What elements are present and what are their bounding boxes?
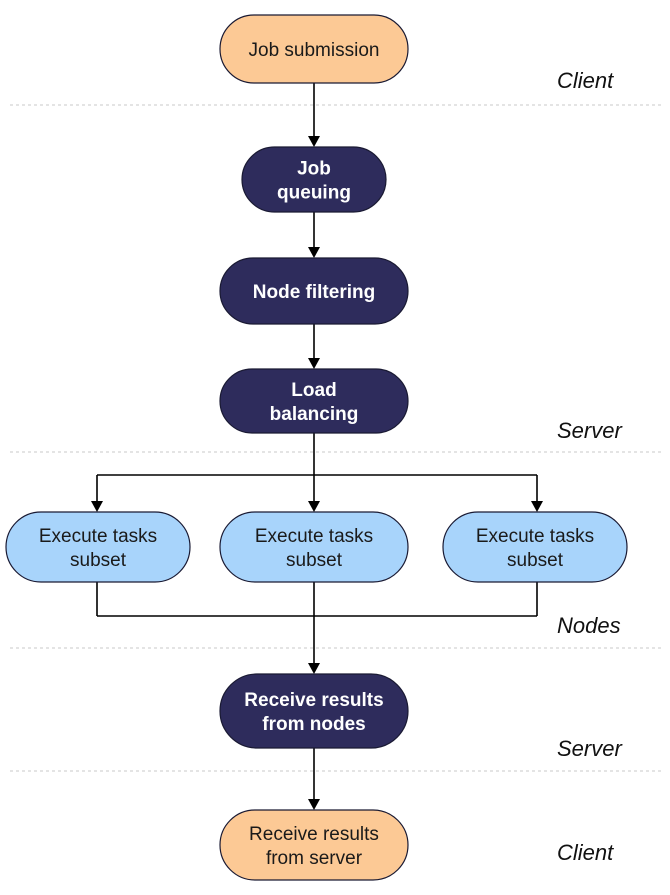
step-execute-tasks-3: Execute tasks subset xyxy=(442,511,628,583)
step-label-execute-tasks-3-line-2: subset xyxy=(507,550,564,571)
step-load-balancing: Load balancing xyxy=(219,368,409,434)
zone-label-server-mid: Server xyxy=(557,418,623,443)
arrowhead-execute-2 xyxy=(308,501,320,512)
step-receive-results-nodes: Receive results from nodes xyxy=(219,673,409,749)
step-node-filtering: Node filtering xyxy=(219,257,409,325)
step-label-load-balancing-line-1: Load xyxy=(291,380,336,401)
step-box-execute-tasks-2 xyxy=(219,511,409,583)
step-box-job-submission xyxy=(219,14,409,84)
arrowhead-receive-nodes xyxy=(308,663,320,674)
step-label-execute-tasks-1-line-1: Execute tasks xyxy=(39,526,157,547)
step-label-job-queuing-line-1: Job xyxy=(297,159,331,180)
step-label-receive-results-nodes-line-1: Receive results xyxy=(244,690,383,711)
step-label-execute-tasks-2-line-2: subset xyxy=(286,550,343,571)
step-label-job-submission-line-1: Job submission xyxy=(249,40,380,61)
step-box-load-balancing xyxy=(219,368,409,434)
arrowhead-queuing xyxy=(308,136,320,147)
step-box-receive-results-server xyxy=(219,809,409,881)
arrowhead-execute-1 xyxy=(91,501,103,512)
step-job-submission: Job submission xyxy=(219,14,409,84)
step-label-load-balancing-line-2: balancing xyxy=(270,404,359,425)
zone-label-server-bottom: Server xyxy=(557,736,623,761)
step-label-receive-results-server-line-1: Receive results xyxy=(249,824,379,845)
zone-label-client-top: Client xyxy=(557,68,614,93)
step-box-job-queuing xyxy=(241,146,387,213)
zone-label-nodes: Nodes xyxy=(557,613,621,638)
connectors xyxy=(91,83,543,810)
step-label-receive-results-nodes-line-2: from nodes xyxy=(262,714,365,735)
arrowhead-filtering xyxy=(308,247,320,258)
step-box-receive-results-nodes xyxy=(219,673,409,749)
step-job-queuing: Job queuing xyxy=(241,146,387,213)
step-label-execute-tasks-3-line-1: Execute tasks xyxy=(476,526,594,547)
arrowhead-execute-3 xyxy=(531,501,543,512)
arrowhead-receive-server xyxy=(308,799,320,810)
step-box-node-filtering xyxy=(219,257,409,325)
step-execute-tasks-2: Execute tasks subset xyxy=(219,511,409,583)
step-box-execute-tasks-1 xyxy=(5,511,191,583)
step-label-execute-tasks-2-line-1: Execute tasks xyxy=(255,526,373,547)
step-receive-results-server: Receive results from server xyxy=(219,809,409,881)
step-box-execute-tasks-3 xyxy=(442,511,628,583)
step-label-node-filtering-line-1: Node filtering xyxy=(253,282,375,303)
arrowhead-balancing xyxy=(308,358,320,369)
step-label-execute-tasks-1-line-2: subset xyxy=(70,550,127,571)
step-execute-tasks-1: Execute tasks subset xyxy=(5,511,191,583)
step-label-job-queuing-line-2: queuing xyxy=(277,183,351,204)
step-label-receive-results-server-line-2: from server xyxy=(266,848,363,869)
zone-label-client-bottom: Client xyxy=(557,840,614,865)
